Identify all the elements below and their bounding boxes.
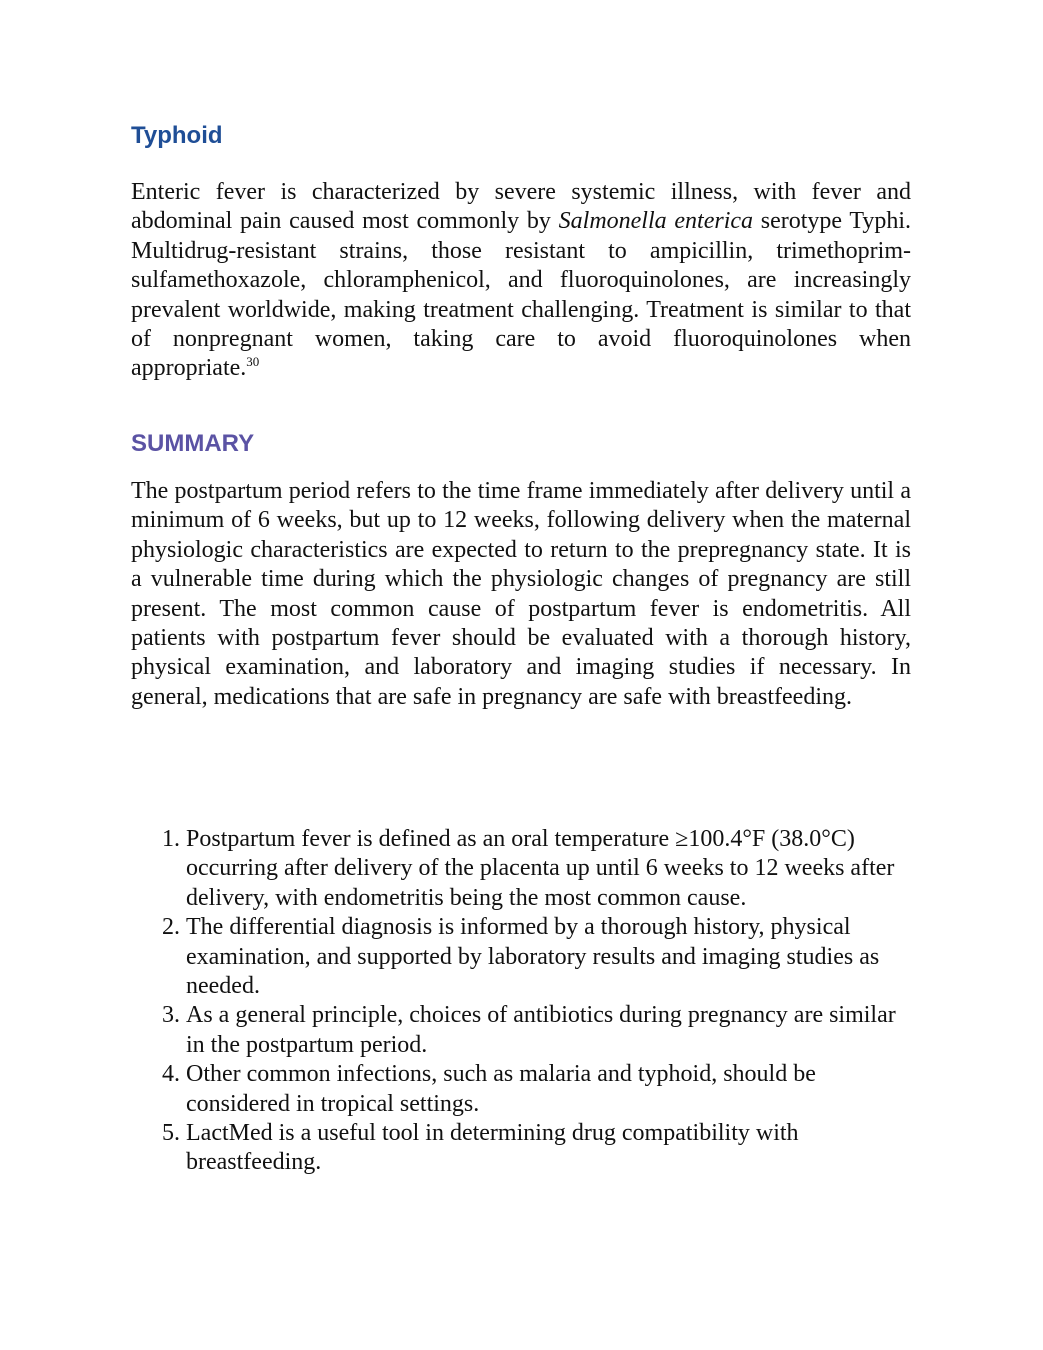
citation-reference: 30 [246, 354, 260, 370]
list-item: As a general principle, choices of antib… [186, 1001, 901, 1060]
typhoid-heading: Typhoid [131, 122, 223, 149]
list-item: LactMed is a useful tool in determining … [186, 1119, 901, 1178]
summary-heading: SUMMARY [131, 430, 255, 457]
organism-name: Salmonella enterica [558, 208, 754, 235]
typhoid-text-start: Enteric fever is characterized by severe… [131, 179, 911, 235]
list-item: The differential diagnosis is informed b… [186, 913, 901, 1001]
typhoid-text-end: serotype Typhi. Multidrug-resistant stra… [131, 208, 912, 382]
list-item: Postpartum fever is defined as an oral t… [186, 825, 901, 913]
key-points-list: Postpartum fever is defined as an oral t… [131, 825, 901, 1178]
list-item: Other common infections, such as malaria… [186, 1060, 901, 1119]
typhoid-paragraph: Enteric fever is characterized by severe… [131, 178, 911, 384]
summary-paragraph: The postpartum period refers to the time… [131, 478, 911, 710]
